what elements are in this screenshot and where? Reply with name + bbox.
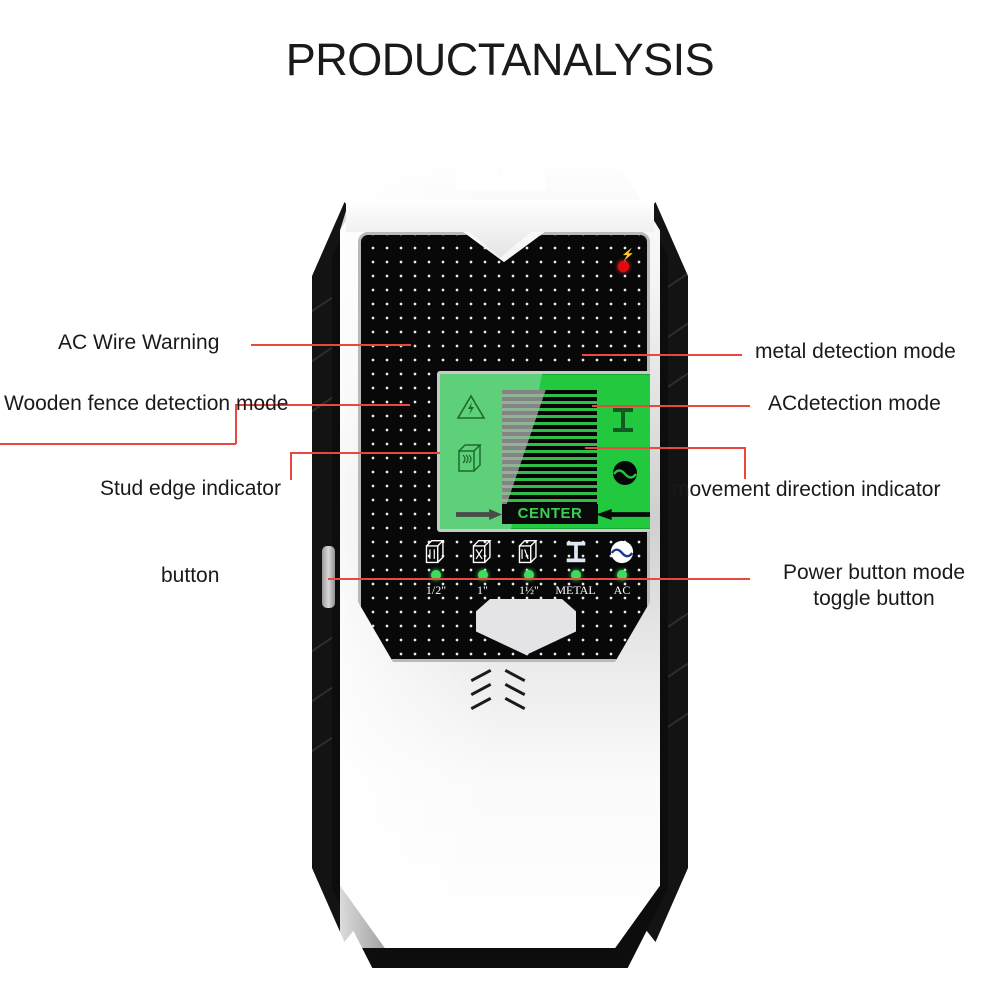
leader-button	[328, 578, 638, 580]
mode-one-inch[interactable]: 1"	[462, 539, 504, 598]
warning-triangle-lightning-icon	[456, 394, 486, 425]
leader-wooden-fence-h2	[0, 443, 236, 445]
leader-metal-detection	[582, 354, 742, 356]
center-label: CENTER	[517, 505, 583, 522]
mode-metal[interactable]: METAL	[555, 539, 597, 598]
wood-box-icon	[456, 442, 486, 479]
mode-label: 1"	[477, 583, 488, 597]
page-title: PRODUCTANALYSIS	[285, 34, 715, 85]
leader-ac-wire-warning	[251, 344, 411, 346]
power-indicator-led	[618, 261, 629, 272]
mode-one-half-inch[interactable]: 1½"	[508, 539, 550, 598]
ac-sine-circle-icon	[601, 539, 643, 565]
lightning-bolt-icon: ⚡	[621, 249, 635, 261]
leader-stud-edge-h	[290, 452, 440, 454]
i-beam-icon	[610, 406, 636, 439]
center-bar-background	[502, 504, 598, 524]
lcd-screen: CENTER	[437, 371, 650, 532]
annotation-stud-edge: Stud edge indicator	[100, 477, 281, 500]
mode-half-inch[interactable]: 1/2"	[415, 539, 457, 598]
annotation-button: button	[161, 564, 220, 587]
leader-wooden-fence-h	[235, 404, 410, 406]
annotation-movement: movement direction indicator	[672, 478, 941, 501]
mode-label: 1/2"	[425, 583, 447, 597]
movement-direction-arrow-right	[596, 509, 650, 520]
leader-movement-h	[585, 447, 745, 449]
mode-led	[617, 570, 627, 580]
wood-box-icon	[508, 539, 550, 565]
mode-led	[524, 570, 534, 580]
vent-chevrons	[470, 669, 530, 712]
annotation-power-button-line1: Power button mode	[782, 561, 966, 584]
wood-box-icon	[462, 539, 504, 565]
mode-label: 1½"	[519, 583, 539, 597]
leader-power-button	[545, 578, 750, 580]
stud-finder-device: ⚡	[310, 160, 690, 980]
annotation-wooden-fence: Wooden fence detection mode	[4, 392, 289, 415]
i-beam-icon	[555, 539, 597, 565]
annotation-ac-detection: ACdetection mode	[768, 392, 941, 415]
mode-indicator-row: 1/2" 1"	[415, 539, 643, 598]
wood-box-icon	[415, 539, 457, 565]
annotation-metal-detection: metal detection mode	[755, 340, 956, 363]
leader-wooden-fence-v	[235, 404, 237, 444]
stud-edge-arrow-left	[456, 509, 502, 520]
annotation-power-button: Power button mode toggle button	[758, 560, 990, 613]
mode-led	[477, 570, 488, 580]
mode-label: AC	[613, 583, 631, 597]
mode-ac[interactable]: AC	[601, 539, 643, 598]
annotation-ac-wire-warning: AC Wire Warning	[58, 331, 220, 354]
mode-label: METAL	[555, 583, 596, 597]
side-button[interactable]	[322, 546, 335, 608]
mode-led	[570, 570, 581, 580]
leader-ac-detection	[592, 405, 750, 407]
leader-stud-edge-v	[290, 452, 292, 480]
leader-movement-v	[744, 447, 746, 479]
annotation-power-button-line2: toggle button	[813, 587, 935, 611]
ac-sine-circle-icon	[612, 460, 638, 491]
mode-led	[431, 570, 441, 580]
control-panel: ⚡	[358, 232, 650, 662]
